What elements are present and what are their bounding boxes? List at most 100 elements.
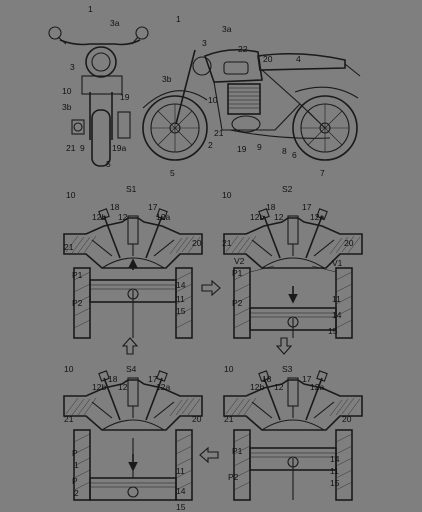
label: S1 — [126, 184, 137, 194]
motorcycle-front-view — [48, 26, 149, 167]
stage-s4-diagram — [63, 370, 203, 501]
label: 12b — [250, 212, 264, 222]
label: P2 — [72, 298, 83, 308]
label: 2 — [74, 488, 79, 498]
label: 19 — [120, 92, 130, 102]
label: P1 — [232, 446, 243, 456]
label: 20 — [344, 238, 354, 248]
label: 12a — [310, 382, 324, 392]
label: 11 — [176, 294, 185, 304]
label: 19 — [237, 144, 247, 154]
flow-arrows — [121, 279, 293, 464]
label: 17 — [148, 202, 158, 212]
stage-s2-diagram — [223, 208, 363, 339]
label: 3a — [222, 24, 232, 34]
label: P2 — [232, 298, 243, 308]
label: 14 — [176, 280, 186, 290]
label: 5 — [170, 168, 175, 178]
label: 11 — [330, 466, 339, 476]
label: S2 — [282, 184, 293, 194]
label: 3a — [110, 18, 120, 28]
label: 12a — [310, 212, 324, 222]
label: 10 — [208, 95, 218, 105]
label: 20 — [192, 238, 202, 248]
label: 1 — [176, 14, 181, 24]
label: 10 — [222, 190, 232, 200]
label: P1 — [232, 268, 243, 278]
label: 17 — [302, 374, 312, 384]
label: V1 — [332, 258, 343, 268]
label: 21 — [64, 414, 74, 424]
label: 3b — [62, 102, 72, 112]
label: 17 — [302, 202, 312, 212]
motorcycle-side-view — [142, 48, 361, 161]
label: 10 — [66, 190, 76, 200]
front-view-labels: 1 3a 3 10 3b 19 21 9 19a 5 — [62, 4, 130, 169]
label: 10 — [62, 86, 72, 96]
label: 1 — [74, 460, 79, 470]
label: 11 — [176, 466, 185, 476]
label: 21 — [224, 414, 234, 424]
label: 12a — [156, 382, 170, 392]
label: 20 — [342, 414, 352, 424]
arrow-left-icon — [199, 446, 219, 464]
label: P — [72, 448, 78, 458]
label: 3 — [202, 38, 207, 48]
label: 1 — [88, 4, 93, 14]
label: V2 — [234, 256, 245, 266]
label: 20 — [192, 414, 202, 424]
label: 7 — [320, 168, 325, 178]
label: 21 — [214, 128, 224, 138]
label: 8 — [282, 146, 287, 156]
label: 15 — [176, 502, 186, 512]
arrow-up-icon — [121, 337, 139, 355]
label: 14 — [330, 454, 340, 464]
label: 21 — [64, 242, 74, 252]
label: 12a — [156, 212, 170, 222]
label: 12 — [118, 382, 128, 392]
label: 14 — [176, 486, 186, 496]
label: 18 — [108, 374, 118, 384]
label: 9 — [257, 142, 262, 152]
label: 12b — [92, 212, 106, 222]
label: 3 — [70, 62, 75, 72]
side-view-labels: 1 3a 3 22 20 4 3b 10 21 2 19 9 8 6 5 7 — [162, 14, 325, 178]
arrow-down-icon — [275, 337, 293, 355]
label: 10 — [224, 364, 234, 374]
label: S3 — [282, 364, 293, 374]
label: 12 — [274, 212, 284, 222]
label: 12b — [92, 382, 106, 392]
label: 22 — [238, 44, 248, 54]
stage-s4-labels: 10 S4 12b 18 12 17 12a 21 20 P 1 11 P 2 … — [64, 364, 202, 512]
stage-s3-diagram — [223, 370, 363, 501]
stage-s1-labels: 10 S1 12b 18 12 17 12a 21 20 P1 14 P2 11… — [64, 184, 202, 316]
label: P2 — [228, 472, 239, 482]
label: 15 — [330, 478, 340, 488]
label: 21 — [66, 143, 76, 153]
label: 17 — [148, 374, 158, 384]
label: 10 — [64, 364, 74, 374]
label: 18 — [262, 374, 272, 384]
label: 15 — [176, 306, 186, 316]
label: 18 — [266, 202, 276, 212]
label: 21 — [222, 238, 232, 248]
stage-s2-labels: 10 S2 12b 18 12 17 12a 21 20 V2 V1 P1 11… — [222, 184, 354, 336]
label: 12 — [274, 382, 284, 392]
label: 19a — [112, 143, 126, 153]
arrow-right-icon — [201, 279, 221, 297]
label: 15 — [328, 326, 338, 336]
stage-s1-diagram — [63, 208, 203, 339]
label: 2 — [208, 140, 213, 150]
label: 3b — [162, 74, 172, 84]
label: S4 — [126, 364, 137, 374]
label: 12 — [118, 212, 128, 222]
label: 11 — [332, 294, 341, 304]
stage-s3-labels: 10 S3 12b 18 12 17 12a 21 20 P1 14 11 P2… — [224, 364, 352, 488]
label: 18 — [110, 202, 120, 212]
label: P — [72, 476, 78, 486]
label: P1 — [72, 270, 83, 280]
label: 20 — [263, 54, 273, 64]
label: 9 — [80, 143, 85, 153]
